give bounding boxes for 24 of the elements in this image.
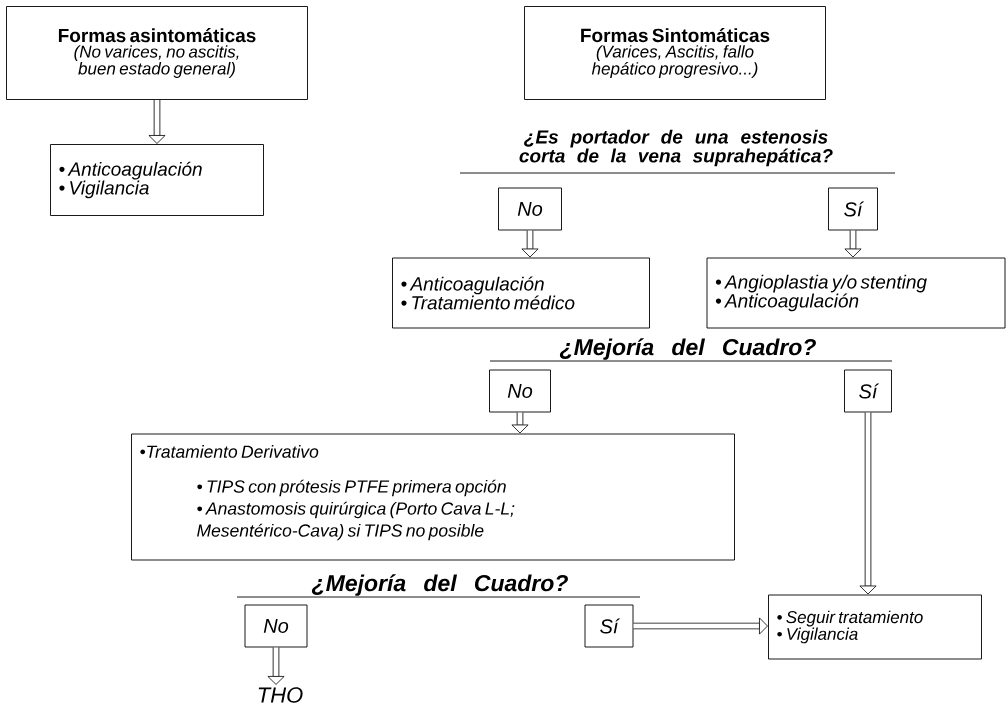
- process-box: •Tratamiento Derivativo • TIPS con prótesis PTFE primera opción • Anastomosis quirúrgica (Porto Cava L-L; Mesentérico-Cava) si TIPS no posible: [131, 433, 735, 561]
- answer-box: Sí: [844, 369, 892, 413]
- question-text: ¿Mejoría del Cuadro?: [311, 574, 568, 596]
- hollow-arrow: [633, 617, 768, 635]
- question-text: ¿Mejoría del Cuadro?: [559, 338, 816, 360]
- answer-box: No: [498, 187, 562, 231]
- bullet-list-box: • Anticoagulación • Vigilancia: [50, 144, 264, 216]
- question-text: ¿Es portador de una estenosis corta de la vena suprahepática?: [519, 129, 833, 167]
- hollow-arrow: [267, 647, 285, 685]
- hollow-arrow: [859, 412, 877, 595]
- hollow-arrow: [511, 412, 529, 434]
- hollow-arrow: [521, 230, 539, 258]
- title-box: Formas Sintomáticas (Varices, Ascitis, fallo hepático progresivo...): [524, 6, 826, 100]
- outcome-text: THO: [258, 687, 303, 703]
- answer-box: Sí: [584, 604, 634, 648]
- answer-box: No: [489, 369, 551, 413]
- hollow-arrow: [148, 99, 166, 144]
- bullet-list-box: • Angioplastia y/o stenting • Anticoagulación: [706, 257, 1006, 329]
- answer-box: Sí: [828, 187, 878, 231]
- title-box: Formas asintomáticas (No varices, no ascitis, buen estado general): [6, 6, 308, 100]
- bullet-list-box: • Anticoagulación • Tratamiento médico: [392, 257, 650, 329]
- hollow-arrow: [844, 230, 862, 258]
- answer-box: No: [244, 604, 308, 648]
- bullet-list-box: • Seguir tratamiento • Vigilancia: [768, 594, 982, 660]
